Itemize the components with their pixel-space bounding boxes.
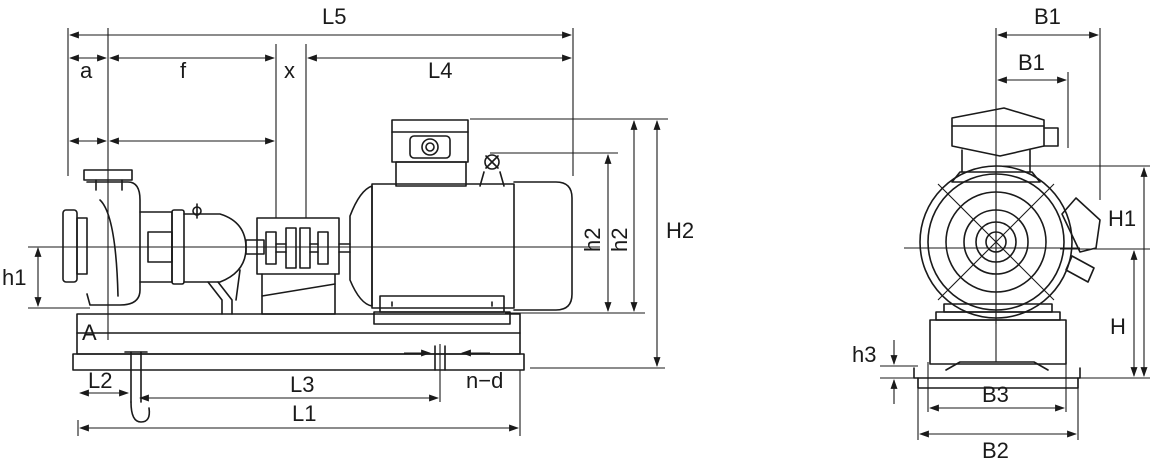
coupling-guard bbox=[256, 217, 351, 315]
end-dimension-labels: B1 B1 H1 H h3 B3 B2 bbox=[852, 4, 1136, 463]
label-L4: L4 bbox=[428, 58, 452, 83]
label-x: x bbox=[284, 58, 295, 83]
label-L2: L2 bbox=[88, 368, 112, 393]
label-B1-top: B1 bbox=[1034, 4, 1061, 29]
label-B3: B3 bbox=[982, 382, 1009, 407]
label-B1-mid: B1 bbox=[1018, 50, 1045, 75]
end-motor bbox=[919, 107, 1101, 324]
label-n-d: n−d bbox=[466, 368, 503, 393]
label-L1: L1 bbox=[292, 401, 316, 426]
label-h2-inner: h2 bbox=[580, 228, 605, 252]
base-frame bbox=[72, 313, 525, 371]
label-H: H bbox=[1110, 314, 1126, 339]
motor bbox=[349, 119, 573, 325]
end-elevation-view: B1 B1 H1 H h3 B3 B2 bbox=[852, 4, 1150, 463]
dimension-labels: L5 a f x L4 h1 A h2 h2 H2 L2 L3 L1 n−d bbox=[2, 4, 694, 426]
end-base bbox=[913, 303, 1081, 389]
side-elevation-view: L5 a f x L4 h1 A h2 h2 H2 L2 L3 L1 n−d bbox=[2, 4, 694, 436]
label-L3: L3 bbox=[290, 372, 314, 397]
extension-lines bbox=[28, 28, 668, 436]
label-B2: B2 bbox=[982, 438, 1009, 463]
label-a: a bbox=[80, 58, 93, 83]
dimension-lines bbox=[34, 31, 661, 432]
end-dimension-lines bbox=[890, 31, 1148, 438]
label-H2: H2 bbox=[666, 218, 694, 243]
pump-casing bbox=[62, 169, 265, 315]
label-A: A bbox=[82, 320, 97, 345]
label-L5: L5 bbox=[322, 4, 346, 29]
label-h2-outer: h2 bbox=[607, 228, 632, 252]
foundation-bolt-icon bbox=[124, 351, 151, 423]
label-h1: h1 bbox=[2, 265, 26, 290]
label-H1: H1 bbox=[1108, 206, 1136, 231]
label-h3: h3 bbox=[852, 342, 876, 367]
label-f: f bbox=[180, 58, 187, 83]
